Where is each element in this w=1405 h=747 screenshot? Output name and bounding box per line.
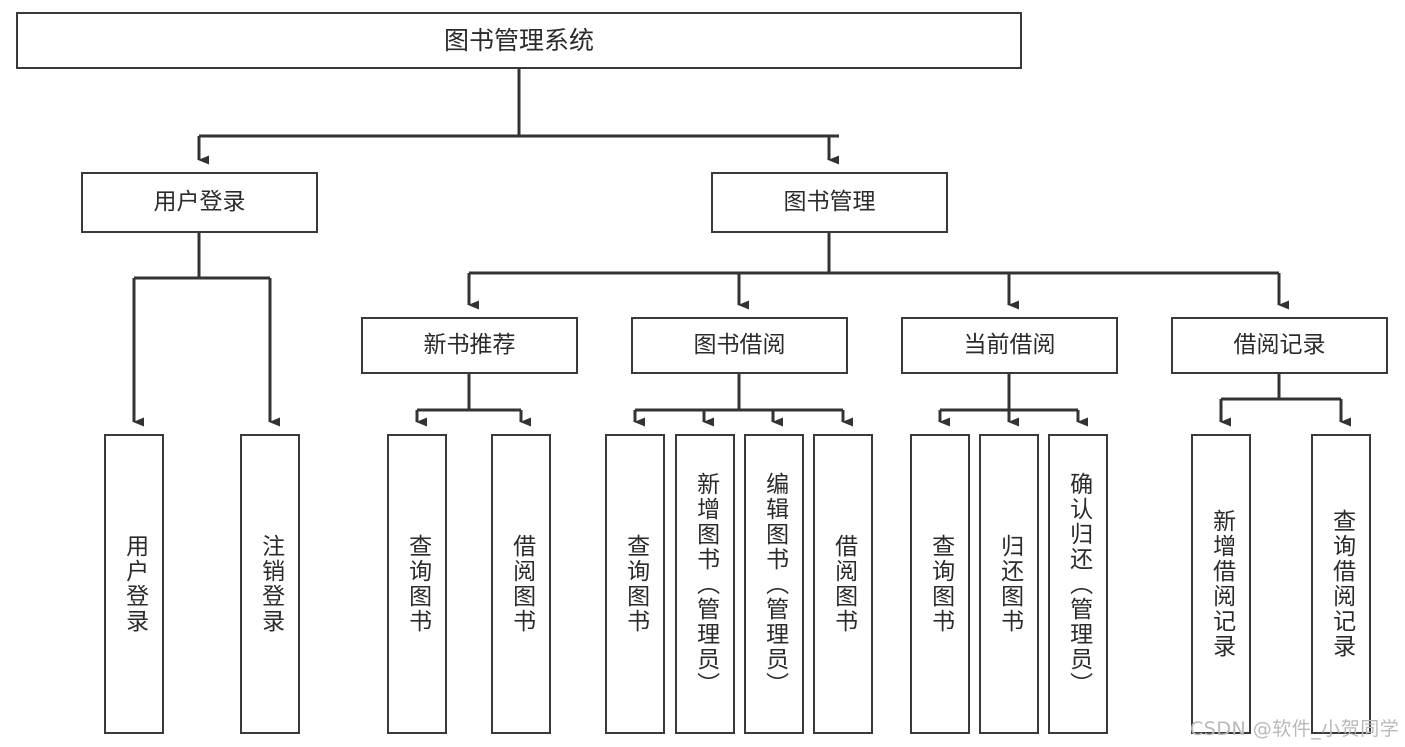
node-leaf-borrow-book-recommend[interactable]: 借阅图书 [491, 434, 551, 734]
node-label: 当前借阅 [963, 331, 1056, 358]
node-leaf-query-book-current[interactable]: 查询图书 [910, 434, 970, 734]
node-label: 图书管理系统 [443, 25, 594, 55]
node-label: 借阅记录 [1233, 331, 1326, 358]
node-label: 查询借阅记录 [1328, 509, 1355, 659]
node-label: 查询图书 [927, 534, 954, 634]
node-book-management[interactable]: 图书管理 [711, 172, 948, 233]
node-user-login[interactable]: 用户登录 [81, 172, 318, 233]
node-label: 图书管理 [783, 188, 876, 215]
node-leaf-add-borrow-record[interactable]: 新增借阅记录 [1191, 434, 1251, 734]
node-label: 查询图书 [622, 534, 649, 634]
node-label: 确认归还（管理员） [1065, 471, 1092, 697]
node-new-book-recommendation[interactable]: 新书推荐 [361, 317, 578, 374]
node-leaf-edit-book-admin[interactable]: 编辑图书（管理员） [744, 434, 804, 734]
node-current-borrowing[interactable]: 当前借阅 [901, 317, 1118, 374]
node-label: 查询图书 [404, 534, 431, 634]
node-leaf-return-book[interactable]: 归还图书 [979, 434, 1039, 734]
node-root-book-management-system[interactable]: 图书管理系统 [16, 12, 1022, 69]
node-leaf-borrow-book[interactable]: 借阅图书 [813, 434, 873, 734]
node-label: 借阅图书 [508, 534, 535, 634]
node-leaf-query-borrow-record[interactable]: 查询借阅记录 [1311, 434, 1371, 734]
node-leaf-user-logout[interactable]: 注销登录 [240, 434, 300, 734]
node-label: 图书借阅 [693, 331, 786, 358]
node-leaf-confirm-return-admin[interactable]: 确认归还（管理员） [1048, 434, 1108, 734]
node-label: 用户登录 [121, 534, 148, 634]
node-leaf-query-book-recommend[interactable]: 查询图书 [387, 434, 447, 734]
node-borrowing-record[interactable]: 借阅记录 [1171, 317, 1388, 374]
node-label: 借阅图书 [830, 534, 857, 634]
node-label: 新增图书（管理员） [692, 471, 719, 697]
csdn-watermark: CSDN @软件_小贺同学 [1190, 718, 1400, 740]
node-leaf-query-book-borrow[interactable]: 查询图书 [605, 434, 665, 734]
node-book-borrowing[interactable]: 图书借阅 [631, 317, 848, 374]
node-label: 注销登录 [257, 534, 284, 634]
node-label: 新增借阅记录 [1208, 509, 1235, 659]
node-leaf-add-book-admin[interactable]: 新增图书（管理员） [675, 434, 735, 734]
node-label: 编辑图书（管理员） [761, 471, 788, 697]
node-leaf-user-login[interactable]: 用户登录 [104, 434, 164, 734]
node-label: 新书推荐 [423, 331, 516, 358]
node-label: 用户登录 [153, 188, 246, 215]
node-label: 归还图书 [996, 534, 1023, 634]
